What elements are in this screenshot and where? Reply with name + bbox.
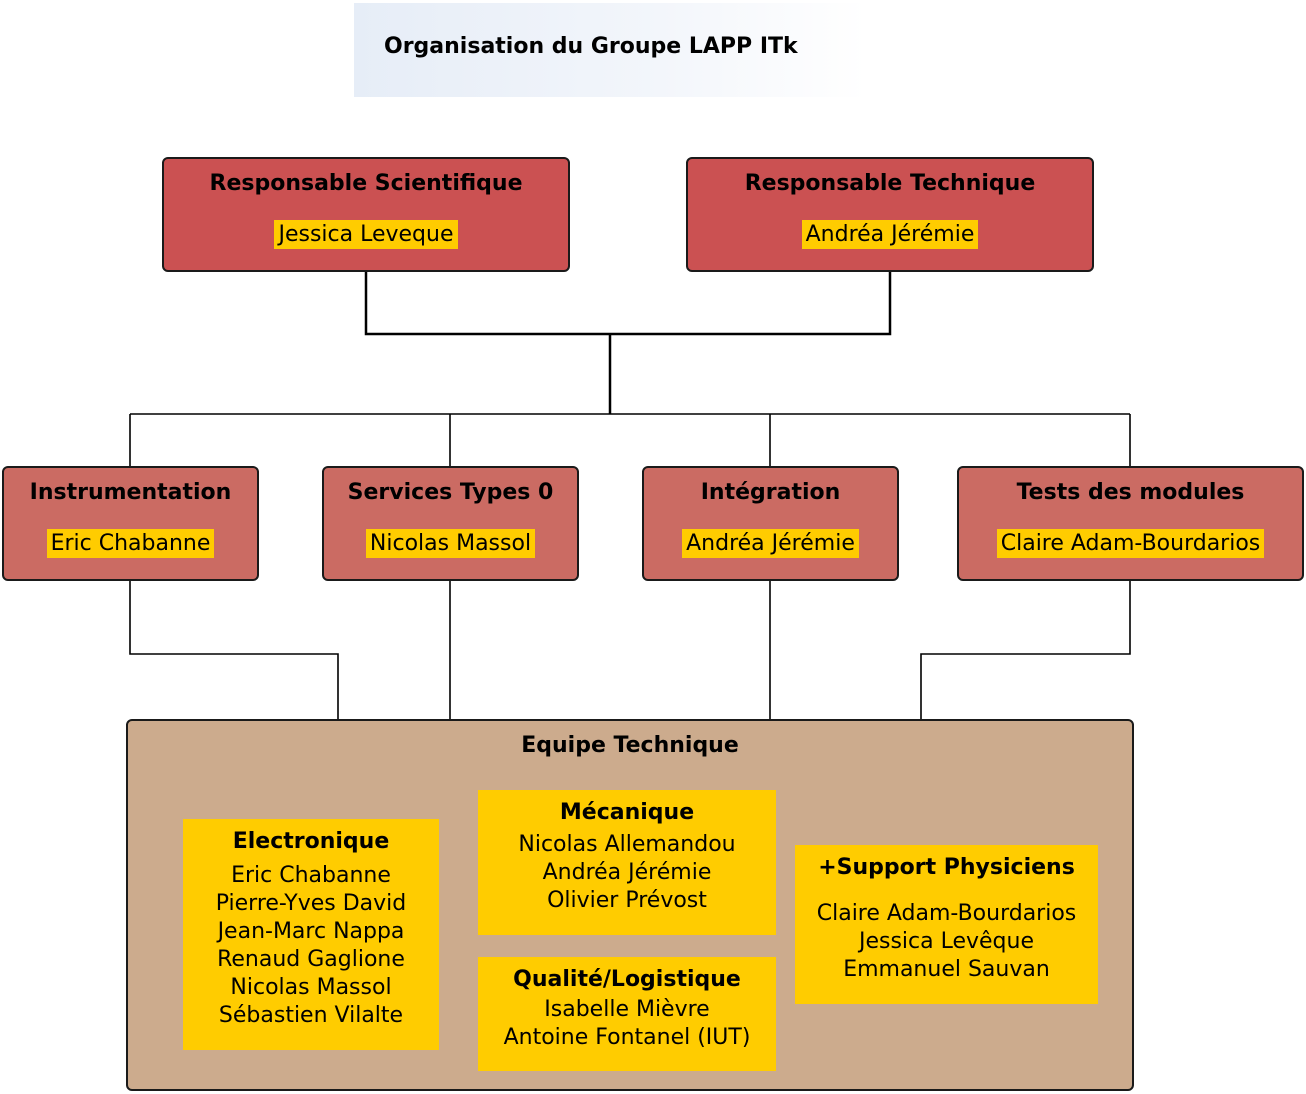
box-services-types-0: Services Types 0 Nicolas Massol	[322, 466, 579, 581]
group-member: Claire Adam-Bourdarios	[816, 901, 1077, 926]
role-label: Responsable Technique	[744, 171, 1036, 196]
connector-instrumentation-team	[129, 580, 339, 720]
group-member: Emmanuel Sauvan	[843, 957, 1050, 982]
group-qualite-logistique: Qualité/Logistique Isabelle Mièvre Antoi…	[478, 957, 776, 1071]
box-responsable-technique: Responsable Technique Andréa Jérémie	[686, 157, 1094, 272]
group-member: Nicolas Massol	[230, 975, 392, 1000]
group-member: Jessica Levêque	[858, 929, 1035, 954]
person-name: Nicolas Massol	[365, 529, 536, 558]
group-member: Isabelle Mièvre	[544, 997, 710, 1022]
role-label: Intégration	[700, 480, 841, 505]
person-name: Eric Chabanne	[46, 529, 215, 558]
connector-scientifique	[364, 272, 610, 336]
diagram-title: Organisation du Groupe LAPP ITk	[384, 34, 798, 59]
person-name: Claire Adam-Bourdarios	[996, 529, 1265, 558]
group-member: Olivier Prévost	[547, 888, 707, 913]
group-member: Eric Chabanne	[231, 863, 391, 888]
group-member: Antoine Fontanel (IUT)	[503, 1025, 751, 1050]
box-integration: Intégration Andréa Jérémie	[642, 466, 899, 581]
group-member: Renaud Gaglione	[217, 947, 405, 972]
group-mecanique: Mécanique Nicolas Allemandou Andréa Jéré…	[478, 790, 776, 935]
group-member: Jean-Marc Nappa	[217, 919, 405, 944]
group-title: +Support Physiciens	[818, 855, 1075, 880]
group-support-physiciens: +Support Physiciens Claire Adam-Bourdari…	[795, 845, 1098, 1004]
group-title: Qualité/Logistique	[513, 967, 741, 992]
connector-tests-team	[920, 580, 1131, 720]
group-electronique: Electronique Eric Chabanne Pierre-Yves D…	[183, 819, 439, 1050]
box-tests-des-modules: Tests des modules Claire Adam-Bourdarios	[957, 466, 1304, 581]
group-member: Nicolas Allemandou	[518, 832, 736, 857]
person-name: Andréa Jérémie	[682, 529, 859, 558]
role-label: Tests des modules	[1016, 480, 1245, 505]
role-label: Services Types 0	[347, 480, 554, 505]
group-title: Electronique	[232, 829, 390, 854]
group-title: Mécanique	[559, 800, 695, 825]
person-name: Andréa Jérémie	[801, 220, 979, 249]
role-label: Instrumentation	[29, 480, 232, 505]
group-member: Pierre-Yves David	[215, 891, 407, 916]
title-banner	[354, 3, 866, 97]
role-label: Responsable Scientifique	[209, 171, 523, 196]
box-responsable-scientifique: Responsable Scientifique Jessica Leveque	[162, 157, 570, 272]
group-member: Sébastien Vilalte	[218, 1003, 404, 1028]
person-name: Jessica Leveque	[274, 220, 458, 249]
connector-technique	[610, 272, 892, 336]
team-title: Equipe Technique	[521, 733, 739, 758]
box-instrumentation: Instrumentation Eric Chabanne	[2, 466, 259, 581]
group-member: Andréa Jérémie	[542, 860, 712, 885]
